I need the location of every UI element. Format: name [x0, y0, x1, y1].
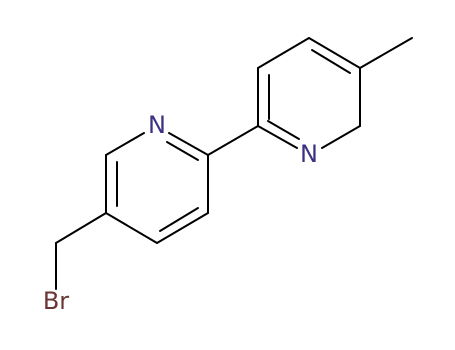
bond-biaryl — [207, 125, 259, 156]
bond-r-n2-c1 — [257, 125, 298, 149]
bond-c5-n1-inner — [166, 141, 199, 161]
bond-r-n2-c1-inner — [267, 120, 300, 140]
bond-ch2 — [55, 212, 107, 244]
bond-r-c3-c4-inner — [311, 49, 351, 74]
bond-r-c3-c4 — [308, 37, 361, 69]
bond-methyl — [359, 37, 413, 69]
bond-n1-c1 — [105, 132, 145, 156]
bond-c3-c4 — [156, 212, 209, 244]
bond-r-c2-c3 — [257, 37, 310, 69]
atom-label-n1: N — [148, 111, 166, 139]
bond-c3-c4-inner — [159, 207, 199, 232]
atom-label-n2: N — [300, 140, 318, 168]
bond-r-c5-n2 — [321, 125, 361, 149]
left-pyridine-ring — [105, 132, 209, 244]
right-pyridine-ring — [257, 37, 361, 149]
bond-c2-c3 — [105, 212, 158, 244]
atom-label-br: Br — [43, 287, 69, 315]
bond-c5-n1 — [168, 132, 209, 156]
